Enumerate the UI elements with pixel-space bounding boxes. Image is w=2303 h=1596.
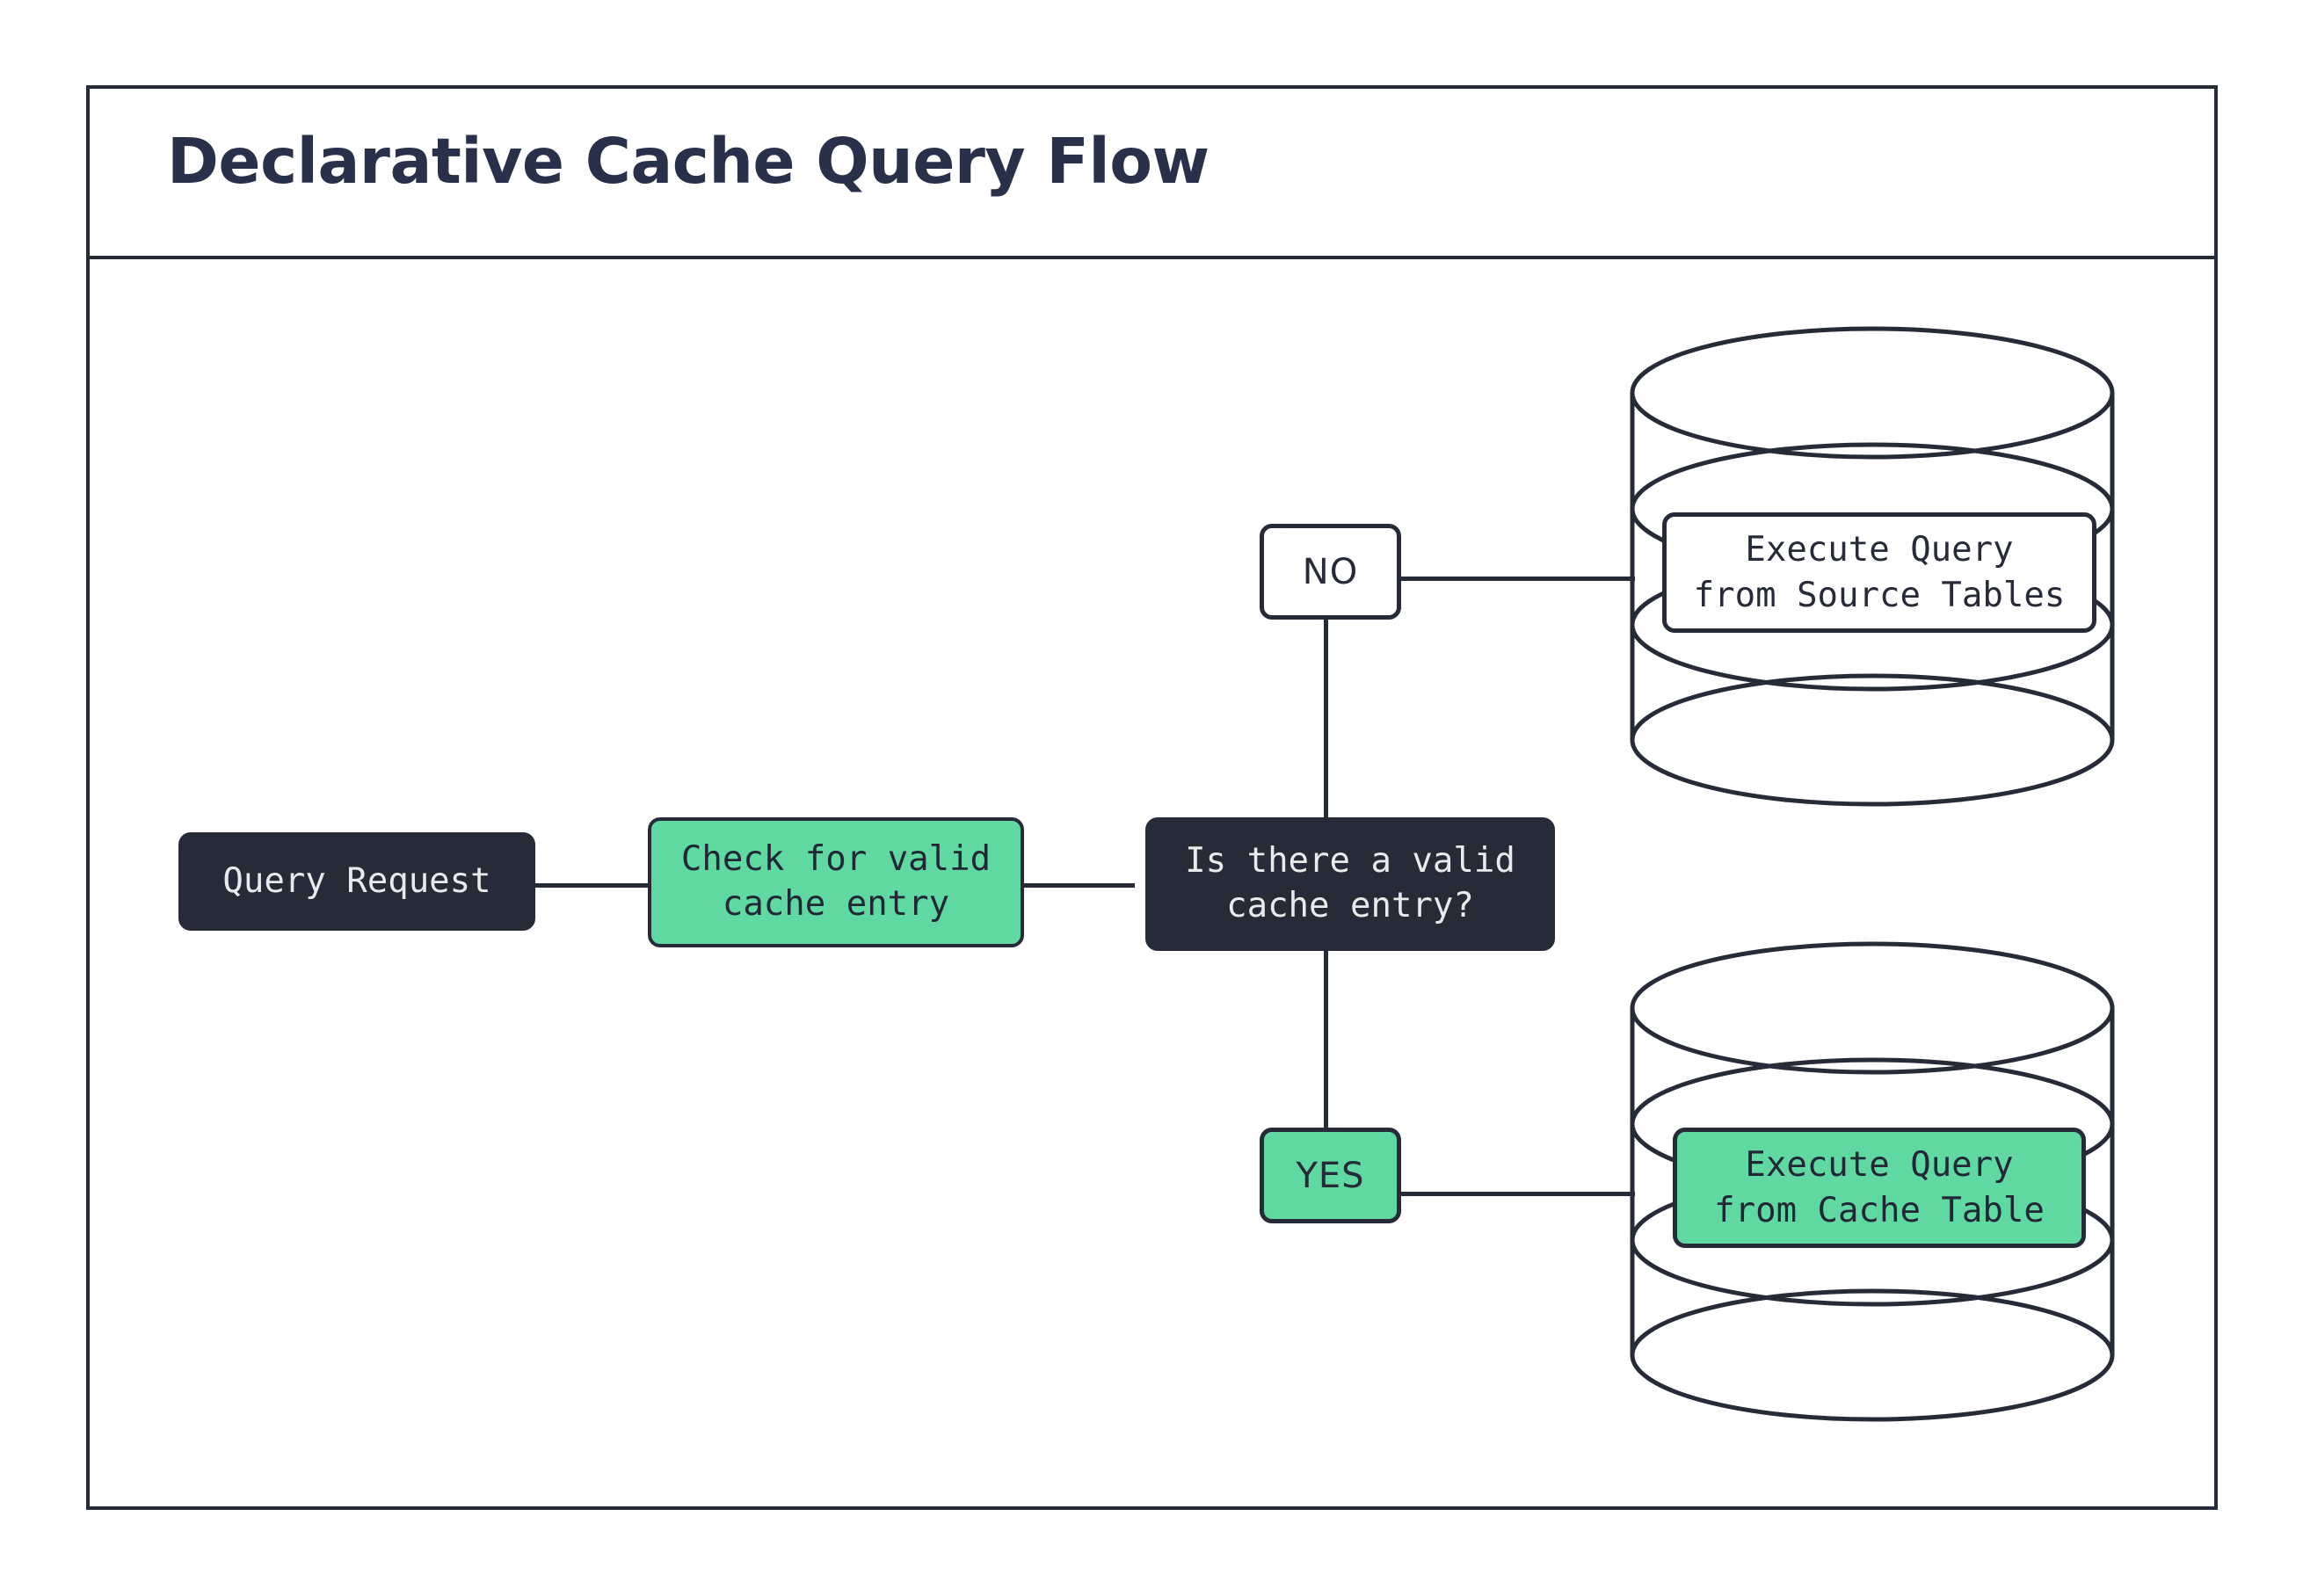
database-cache-table-label: Execute Query from Cache Table	[1673, 1128, 2086, 1248]
edge-decision-to-yes	[1324, 949, 1328, 1129]
diagram-frame	[86, 85, 2218, 1510]
edge-yes-to-cache-db	[1399, 1192, 1635, 1196]
node-check-cache[interactable]: Check for valid cache entry	[648, 817, 1024, 947]
page-title: Declarative Cache Query Flow	[167, 125, 1210, 198]
database-source-tables-label: Execute Query from Source Tables	[1662, 512, 2096, 633]
edge-check-cache-to-decision	[1022, 883, 1135, 888]
database-source-tables[interactable]: Execute Query from Source Tables	[1630, 326, 2115, 807]
branch-label-no[interactable]: NO	[1260, 524, 1401, 620]
diagram-title-bar	[86, 85, 2218, 259]
edge-decision-to-no	[1324, 618, 1328, 820]
node-decision-valid-cache-entry[interactable]: Is there a valid cache entry?	[1145, 817, 1555, 951]
branch-label-yes[interactable]: YES	[1260, 1128, 1401, 1223]
database-cache-table[interactable]: Execute Query from Cache Table	[1630, 941, 2115, 1422]
edge-no-to-source-db	[1399, 577, 1635, 581]
node-query-request[interactable]: Query Request	[178, 832, 535, 931]
edge-query-request-to-check-cache	[534, 883, 648, 888]
